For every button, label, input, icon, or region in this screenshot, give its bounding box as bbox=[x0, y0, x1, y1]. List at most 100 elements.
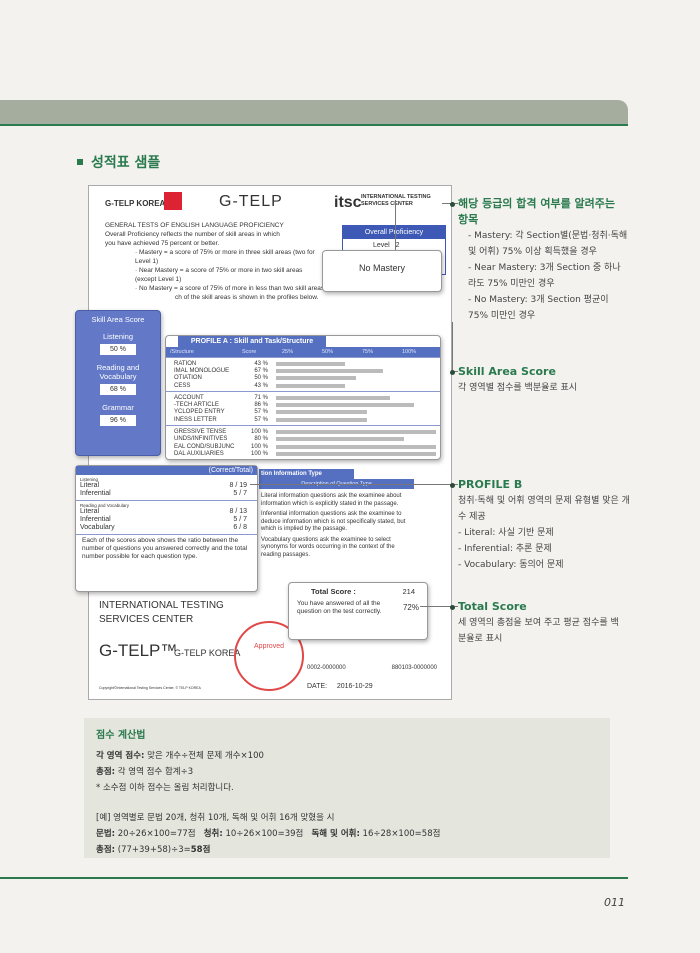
profile-b-note: Each of the scores above shows the ratio… bbox=[82, 537, 248, 560]
leader-line bbox=[395, 200, 396, 250]
calc-label: 총점: bbox=[96, 767, 116, 777]
qtype: Literal bbox=[80, 482, 100, 489]
section-title-text: 성적표 샘플 bbox=[91, 155, 161, 171]
itsc-name-1: INTERNATIONAL TESTING bbox=[361, 194, 431, 200]
score-calculation-box: 점수 계산법 각 영역 점수: 맞은 개수÷전체 문제 개수×100 총점: 각… bbox=[84, 718, 610, 858]
task-label: IMAL MONOLOGUE bbox=[174, 367, 230, 374]
gtelp-logo: G-TELP bbox=[219, 193, 283, 210]
score-bar bbox=[276, 444, 436, 449]
info-type-title: tion Information Type bbox=[259, 469, 354, 479]
intro-line: you have achieved 75 percent or better. bbox=[105, 240, 220, 247]
qtype: Literal bbox=[80, 508, 100, 515]
id-1: 0002-0000000 bbox=[307, 665, 346, 671]
intro-line: · Mastery = a score of 75% or more in th… bbox=[135, 249, 315, 265]
score-bar bbox=[276, 361, 345, 366]
level-label: Level bbox=[373, 242, 390, 249]
col-header: 25% bbox=[282, 349, 294, 355]
skill-title: Skill Area Score bbox=[91, 315, 145, 324]
date-label: DATE: bbox=[307, 683, 328, 690]
qscore: 6 / 8 bbox=[233, 524, 247, 531]
footer-line bbox=[0, 877, 628, 879]
task-label: RATION bbox=[174, 360, 197, 367]
header-band bbox=[0, 100, 628, 126]
id-2: 880103-0000000 bbox=[391, 665, 437, 671]
task-score: 57 % bbox=[254, 409, 268, 416]
profile-a-title: PROFILE A : Skill and Task/Structure bbox=[178, 336, 326, 347]
calc-text: 각 영역 점수 합계÷3 bbox=[115, 767, 194, 777]
col-header: 100% bbox=[402, 349, 417, 355]
score-bar bbox=[276, 368, 384, 373]
mastery-result-box: No Mastery bbox=[322, 250, 442, 292]
task-label: UNDS/INFINITIVES bbox=[174, 436, 228, 443]
score-bar bbox=[276, 417, 368, 422]
itsc-footer-1: INTERNATIONAL TESTING bbox=[99, 600, 224, 611]
stamp-text: Approved bbox=[254, 643, 284, 650]
total-label: Total Score : bbox=[311, 587, 356, 596]
annotation-line: - No Mastery: 3개 Section 평균이 75% 미만인 경우 bbox=[468, 295, 609, 321]
annotation-mastery: 해당 등급의 합격 여부를 알려주는 항목 - Mastery: 각 Secti… bbox=[450, 196, 628, 324]
profile-b-section: Reading and Vocabulary bbox=[80, 503, 130, 508]
task-score: 43 % bbox=[254, 360, 268, 367]
score-bar bbox=[276, 410, 368, 415]
calc-text: 10÷26×100=39점 bbox=[222, 829, 312, 839]
annotation-line: - Vocabulary: 동의어 문제 bbox=[458, 560, 564, 570]
skill-pct: 96 % bbox=[100, 415, 136, 426]
calc-text: 맞은 개수÷전체 문제 개수×100 bbox=[144, 751, 264, 761]
profile-a-row: IMAL MONOLOGUE 67 % bbox=[166, 367, 440, 374]
task-score: 80 % bbox=[254, 436, 268, 443]
col-header: /Structure bbox=[170, 349, 194, 355]
intro-line: · Near Mastery = a score of 75% or more … bbox=[135, 267, 303, 283]
task-label: EAL COND/SUBJUNC bbox=[174, 443, 235, 450]
calc-label: 각 영역 점수: bbox=[96, 751, 145, 761]
annotation-skill: Skill Area Score 각 영역별 점수를 백분율로 표시 bbox=[450, 364, 633, 396]
red-seal-icon bbox=[164, 192, 182, 210]
profile-a-columns: /Structure Score 25% 50% 75% 100% bbox=[166, 347, 440, 357]
task-score: 100 % bbox=[250, 429, 268, 436]
annotation-line: - Literal: 사실 기반 문제 bbox=[458, 528, 554, 538]
task-score: 100 % bbox=[250, 443, 268, 450]
score-bar bbox=[276, 437, 404, 442]
calc-result: 58점 bbox=[190, 845, 211, 855]
task-label: ACCOUNT bbox=[174, 394, 204, 401]
calc-label: 문법: bbox=[96, 829, 116, 839]
annotation-line: - Mastery: 각 Section별(문법·청취·독해 및 어휘) 75%… bbox=[468, 231, 628, 257]
annotation-title: PROFILE B bbox=[450, 477, 633, 493]
intro-line: · No Mastery = a score of 75% of more in… bbox=[135, 285, 325, 292]
info-desc: Vocabulary questions ask the examinee to… bbox=[261, 536, 395, 558]
task-label: INESS LETTER bbox=[174, 416, 217, 423]
gtelp-korea-footer: G-TELP KOREA bbox=[174, 648, 241, 658]
annotation-line: 세 영역의 총점을 보여 주고 평균 점수를 백분율로 표시 bbox=[458, 618, 619, 644]
itsc-name-2: SERVICES CENTER bbox=[361, 201, 413, 207]
task-score: 67 % bbox=[254, 367, 268, 374]
annotation-line: - Near Mastery: 3개 Section 중 하나라도 75% 미만… bbox=[468, 263, 621, 289]
approved-stamp: Approved bbox=[234, 621, 304, 691]
annotation-line: 각 영역별 점수를 백분율로 표시 bbox=[458, 383, 578, 393]
calc-label: 총점: bbox=[96, 845, 116, 855]
qtype: Inferential bbox=[80, 516, 111, 523]
itsc-logo: itsc bbox=[334, 194, 362, 211]
calc-label: 독해 및 어휘: bbox=[311, 829, 360, 839]
skill-pct: 68 % bbox=[100, 384, 136, 395]
calc-example: [예] 영역별로 문법 20개, 청취 10개, 독해 및 어휘 16개 맞혔을… bbox=[96, 813, 335, 823]
col-header: 50% bbox=[322, 349, 334, 355]
qtype: Inferential bbox=[80, 490, 111, 497]
skill-name: Reading and Vocabulary bbox=[96, 363, 140, 381]
calc-label: 청취: bbox=[203, 829, 223, 839]
calc-text: 20÷26×100=77점 bbox=[115, 829, 204, 839]
task-label: DAL AUXILIARIES bbox=[174, 450, 224, 457]
annotation-profile-b: PROFILE B 청취·독해 및 어휘 영역의 문제 유형별 맞은 개수 제공… bbox=[450, 477, 633, 573]
score-bar bbox=[276, 403, 414, 408]
task-score: 57 % bbox=[254, 416, 268, 423]
overall-proficiency-box: Overall Proficiency Level 2 bbox=[342, 225, 446, 275]
total-pct: 72% bbox=[402, 603, 419, 612]
annotation-title: Total Score bbox=[450, 599, 623, 615]
leader-line bbox=[452, 371, 458, 372]
task-label: OTIATION bbox=[174, 375, 202, 382]
